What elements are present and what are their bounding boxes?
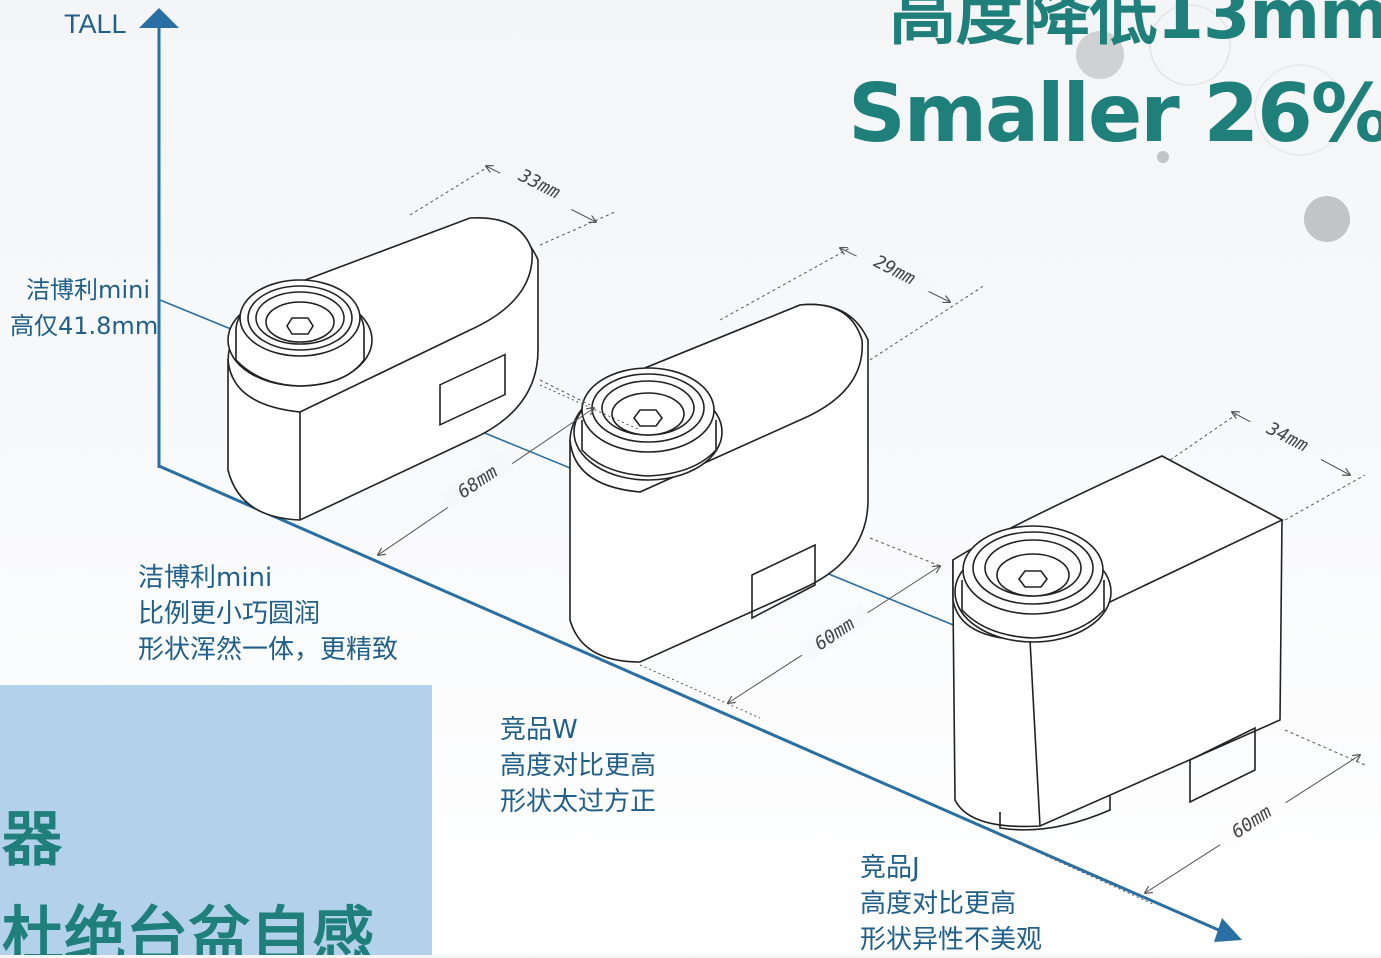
label-mini-height-line1: 洁博利mini	[26, 276, 150, 304]
label-competitor-j: 竞品J 高度对比更高 形状异性不美观	[860, 850, 1042, 958]
label-j-line3: 形状异性不美观	[860, 925, 1043, 955]
y-axis-arrow	[139, 8, 179, 28]
label-j-line2: 高度对比更高	[860, 889, 1017, 919]
headline-en: Smaller 26%	[848, 67, 1381, 160]
banner-line1: 器	[2, 805, 62, 875]
label-mini-desc: 洁博利mini 比例更小巧圆润 形状浑然一体，更精致	[138, 560, 398, 668]
label-w-line1: 竞品W	[500, 715, 578, 745]
headline-cn: 高度降低13mm	[888, 0, 1381, 55]
label-mini-desc-line1: 洁博利mini	[138, 563, 273, 593]
label-mini-desc-line2: 比例更小巧圆润	[138, 599, 321, 629]
label-mini-desc-line3: 形状浑然一体，更精致	[138, 635, 399, 665]
decorative-circles	[1076, 4, 1350, 242]
product-j	[952, 455, 1284, 831]
label-w-line3: 形状太过方正	[500, 787, 657, 817]
product-w	[569, 303, 869, 663]
label-j-line1: 竞品J	[860, 853, 920, 883]
x-axis-arrow	[1214, 918, 1242, 942]
label-competitor-w: 竞品W 高度对比更高 形状太过方正	[500, 712, 656, 820]
product-mini	[227, 216, 539, 521]
y-axis-label: TALL	[64, 9, 127, 39]
label-mini-height-line2: 高仅41.8mm	[10, 312, 159, 340]
promo-banner: 器 杜绝台盆自感	[0, 685, 432, 955]
banner-line2: 杜绝台盆自感	[2, 899, 375, 955]
label-mini-height: 洁博利mini 高仅41.8mm	[10, 272, 159, 344]
x-axis	[158, 464, 1231, 937]
label-w-line2: 高度对比更高	[500, 751, 657, 781]
